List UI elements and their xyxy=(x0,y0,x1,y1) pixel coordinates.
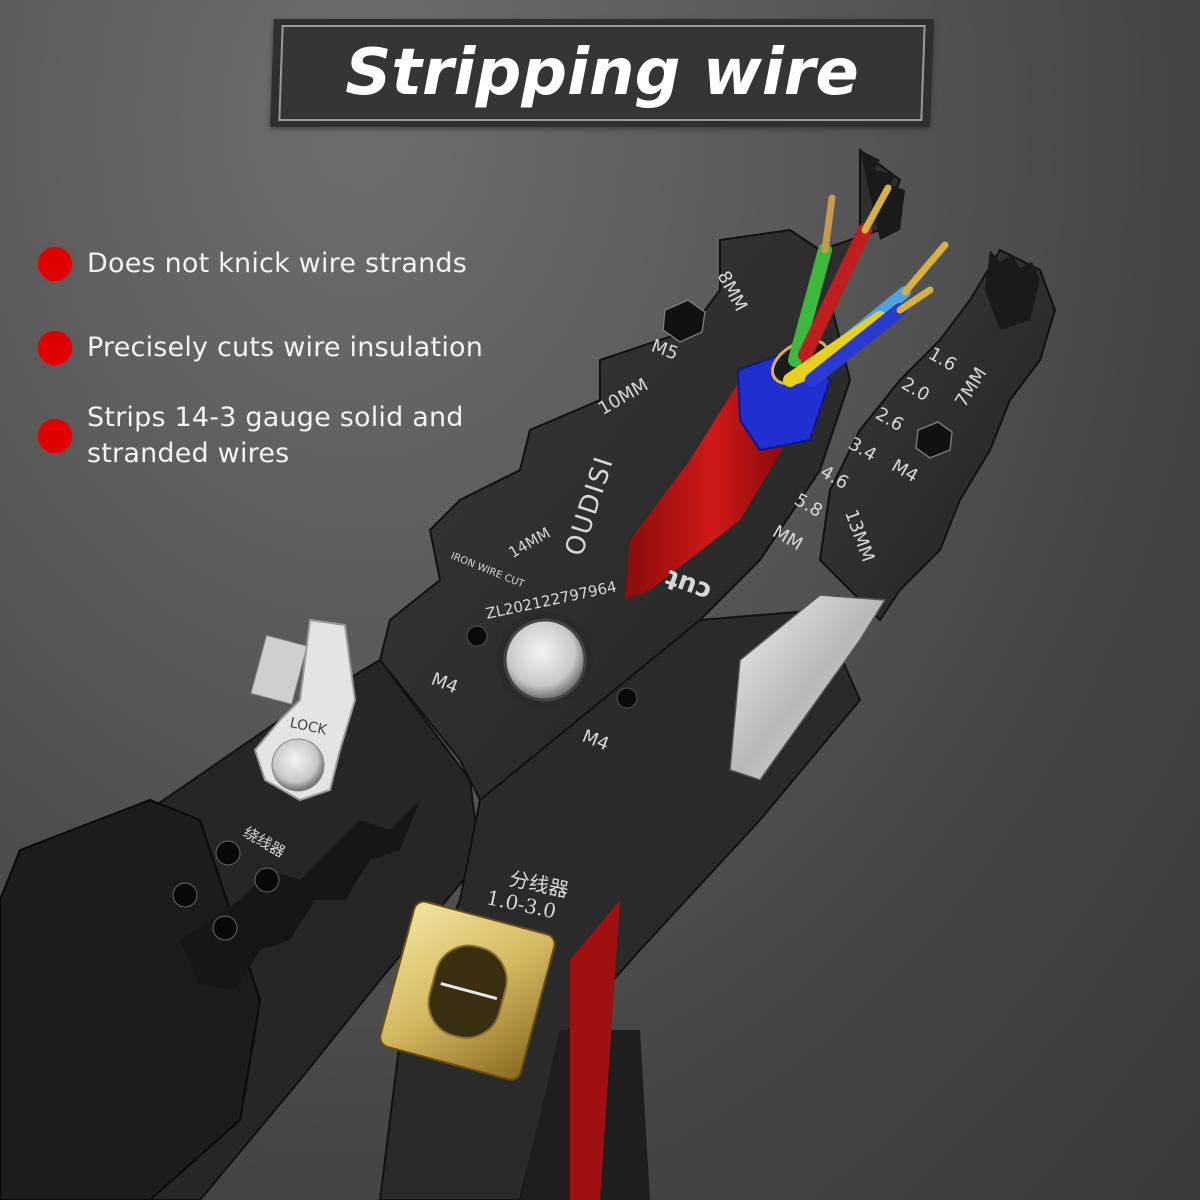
label-8mm: 8MM xyxy=(712,267,752,315)
label-lock: LOCK xyxy=(288,715,329,739)
feature-text: Precisely cuts wire insulation xyxy=(87,332,484,363)
gauge-4-6: 4.6 xyxy=(816,461,853,494)
gauge-1-6: 1.6 xyxy=(924,343,961,376)
label-m5: M5 xyxy=(648,335,681,365)
label-m4-right: M4 xyxy=(887,455,922,488)
patent-number: ZL2021227979​64 xyxy=(484,577,619,623)
red-dot-bullet-icon xyxy=(38,331,72,365)
label-winder: 绕线器 xyxy=(240,823,289,862)
title-banner: Stripping wire xyxy=(270,19,934,127)
gauge-3-4: 3.4 xyxy=(844,433,881,466)
label-splitter-range: 1.0-3.0 xyxy=(484,885,559,924)
label-m4-left: M4 xyxy=(428,668,461,699)
feature-item: Does not knick wire strands xyxy=(38,246,467,282)
label-7mm: 7MM xyxy=(951,363,992,412)
gauge-2-6: 2.6 xyxy=(871,403,908,436)
gauge-2-0: 2.0 xyxy=(897,373,934,406)
page-title: Stripping wire xyxy=(345,36,859,110)
label-cut: cut xyxy=(661,563,716,608)
brand-logo: OUDISI xyxy=(559,452,621,560)
label-splitter: 分线器 xyxy=(507,866,571,903)
feature-item: Strips 14-3 gauge solid and stranded wir… xyxy=(38,400,467,472)
label-m4-bottom: M4 xyxy=(579,725,612,756)
red-dot-bullet-icon xyxy=(38,419,72,453)
feature-text: Does not knick wire strands xyxy=(87,248,467,279)
label-mm-unit: MM xyxy=(768,521,807,556)
label-14mm: 14MM xyxy=(505,523,554,562)
red-dot-bullet-icon xyxy=(38,247,72,281)
label-10mm: 10MM xyxy=(594,374,652,420)
feature-text: Strips 14-3 gauge solid and stranded wir… xyxy=(87,402,464,469)
gauge-5-8: 5.8 xyxy=(790,489,827,522)
label-13mm: 13MM xyxy=(840,506,879,565)
label-iron-wire-cut: IRON WIRE CUT xyxy=(448,550,526,591)
feature-item: Precisely cuts wire insulation xyxy=(38,330,483,366)
